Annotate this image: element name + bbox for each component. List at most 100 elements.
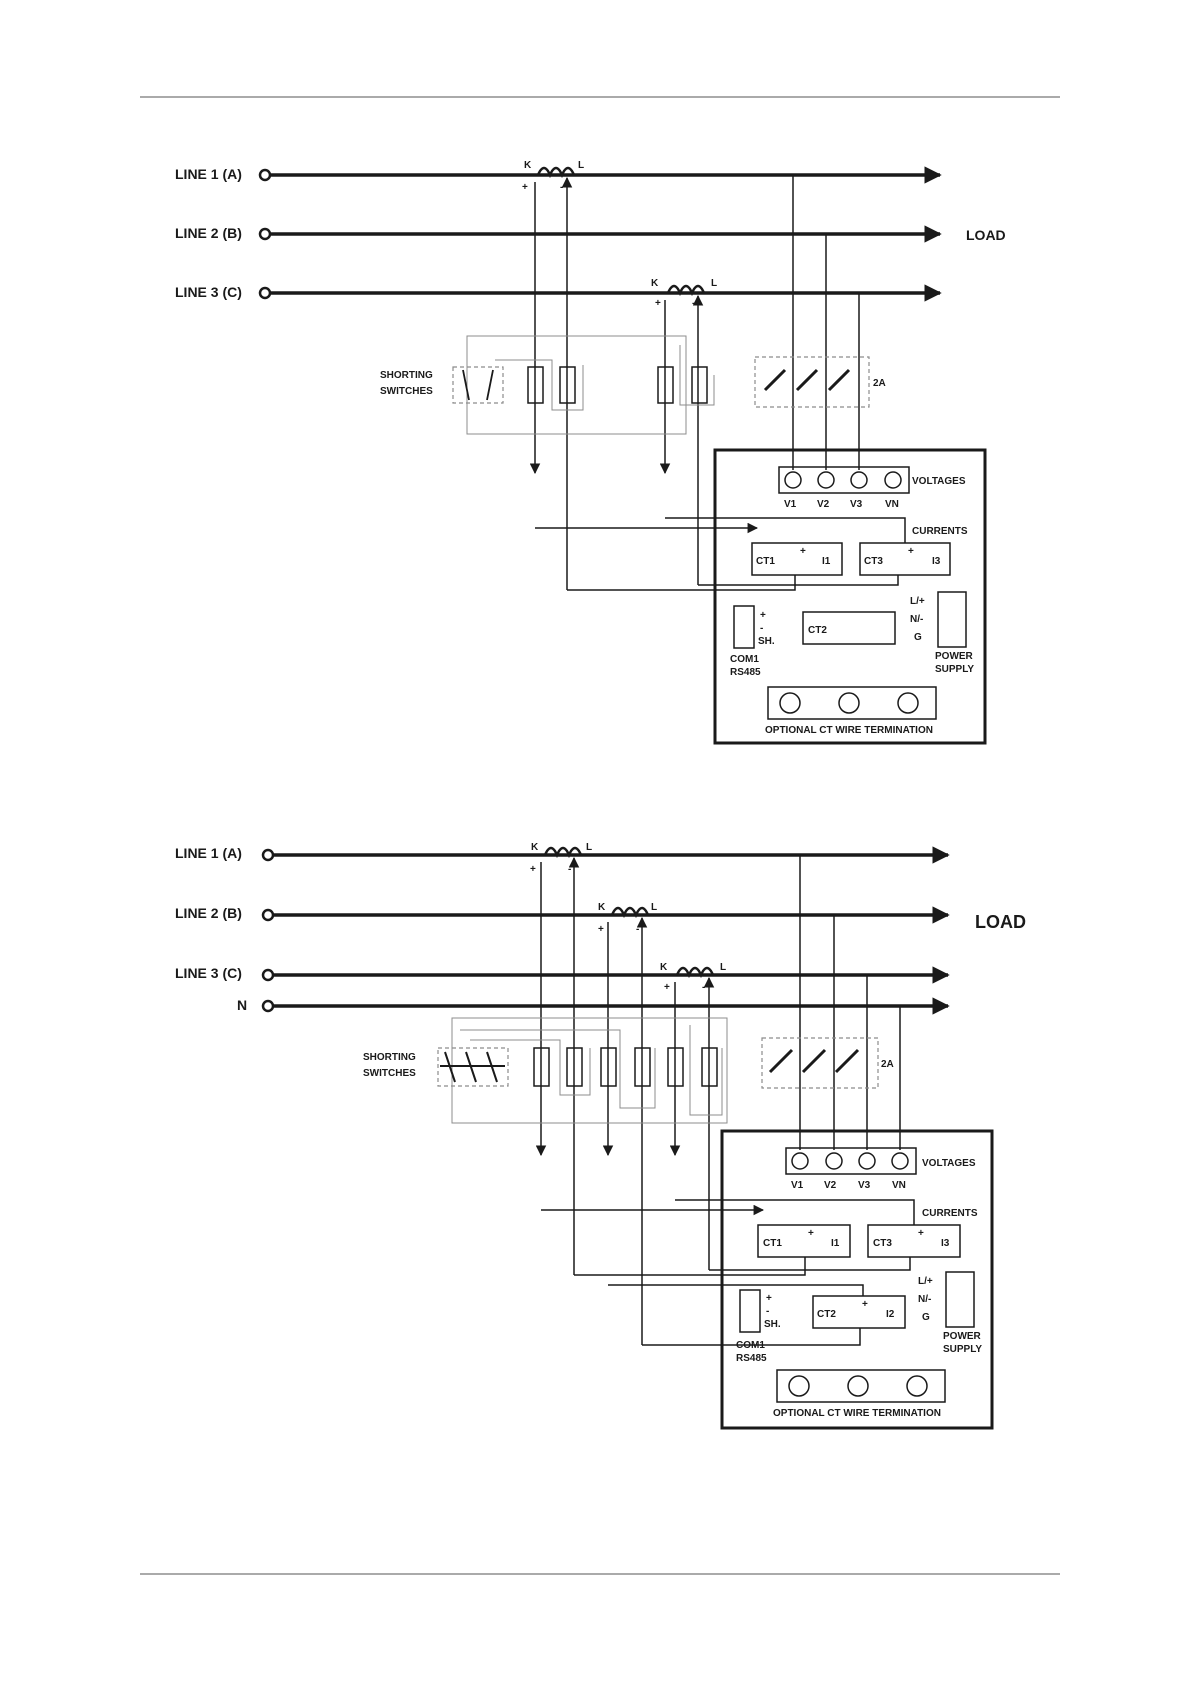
d2-ct2-coil-icon bbox=[610, 906, 650, 919]
line1-terminal bbox=[258, 168, 272, 182]
d2-ct1-coil-icon bbox=[543, 846, 583, 859]
load-label: LOAD bbox=[966, 227, 1006, 243]
d2-ct1-minus: - bbox=[568, 864, 571, 875]
power-label: POWER bbox=[935, 651, 974, 662]
ct-link-4 bbox=[691, 366, 708, 404]
d2-ct3-k: K bbox=[660, 962, 668, 973]
v2-label: V2 bbox=[817, 499, 830, 510]
d2-supply-n: N/- bbox=[918, 1294, 931, 1305]
optional-ct-block bbox=[767, 686, 937, 720]
d2-com-plus: + bbox=[766, 1293, 772, 1304]
diagram-4-wire: LINE 1 (A) LINE 2 (B) LINE 3 (C) N LOAD … bbox=[175, 842, 1026, 1430]
fuse-icon bbox=[763, 368, 851, 392]
ct3-minus: - bbox=[692, 298, 695, 309]
com-minus: - bbox=[760, 623, 763, 634]
shorting-label-2: SWITCHES bbox=[380, 386, 433, 397]
i1-label: I1 bbox=[822, 556, 831, 567]
shorting-switch-box bbox=[452, 366, 504, 404]
shorting-loop-1 bbox=[495, 359, 584, 411]
d2-voltages-label: VOLTAGES bbox=[922, 1158, 976, 1169]
com-plus: + bbox=[760, 610, 766, 621]
d2-i2-label: I2 bbox=[886, 1309, 895, 1320]
d2-line2-label: LINE 2 (B) bbox=[175, 905, 242, 921]
d2-ct2-plus: + bbox=[598, 924, 604, 935]
ct1-block-label: CT1 bbox=[756, 556, 775, 567]
v1-label: V1 bbox=[784, 499, 797, 510]
d2-ct3-plus: + bbox=[664, 982, 670, 993]
d2-ct2-l: L bbox=[651, 902, 657, 913]
i3-label: I3 bbox=[932, 556, 941, 567]
d2-ct2-block-label: CT2 bbox=[817, 1309, 836, 1320]
line1-label: LINE 1 (A) bbox=[175, 166, 242, 182]
com1-label: COM1 bbox=[730, 654, 759, 665]
fuse-box bbox=[754, 356, 870, 408]
line2-terminal bbox=[258, 227, 272, 241]
d2-supply-g: G bbox=[922, 1312, 930, 1323]
d2-v3-label: V3 bbox=[858, 1180, 871, 1191]
currents-label: CURRENTS bbox=[912, 526, 968, 537]
d2-ct2-block-plus: + bbox=[862, 1299, 868, 1310]
d2-com1-label: COM1 bbox=[736, 1340, 765, 1351]
d2-ct1-l: L bbox=[586, 842, 592, 853]
d2-ct3-coil-icon bbox=[675, 966, 715, 979]
d2-fuse-label: 2A bbox=[881, 1059, 894, 1070]
voltage-terminal-block bbox=[778, 466, 910, 494]
d2-shorting-label-1: SHORTING bbox=[363, 1052, 416, 1063]
d2-shorting-switch-box bbox=[437, 1047, 509, 1087]
line3-terminal bbox=[258, 286, 272, 300]
rs485-label: RS485 bbox=[730, 667, 761, 678]
shorting-outline bbox=[466, 335, 687, 435]
d2-shorting-label-2: SWITCHES bbox=[363, 1068, 416, 1079]
vn-label: VN bbox=[885, 499, 899, 510]
ct3-l: L bbox=[711, 278, 717, 289]
wire-to-ct3-plus bbox=[665, 517, 906, 543]
com-terminal-block bbox=[733, 605, 755, 649]
d2-fuse-box bbox=[761, 1037, 879, 1089]
d2-supply-l: L/+ bbox=[918, 1276, 933, 1287]
line2-label: LINE 2 (B) bbox=[175, 225, 242, 241]
d2-line3-label: LINE 3 (C) bbox=[175, 965, 242, 981]
d2-v2-label: V2 bbox=[824, 1180, 837, 1191]
ct1-plus: + bbox=[522, 182, 528, 193]
wire-from-ct1 bbox=[567, 575, 796, 591]
meter-box bbox=[713, 448, 987, 745]
ct3-k: K bbox=[651, 278, 659, 289]
d2-fuse-icon bbox=[768, 1048, 860, 1074]
d2-ct2-terminal-block bbox=[812, 1295, 906, 1329]
wire-from-ct3 bbox=[698, 575, 899, 586]
d2-ct1-k: K bbox=[531, 842, 539, 853]
d2-ct1-block-plus: + bbox=[808, 1228, 814, 1239]
supply-l: L/+ bbox=[910, 596, 925, 607]
d2-meter-box bbox=[720, 1129, 994, 1430]
d2-currents-label: CURRENTS bbox=[922, 1208, 978, 1219]
d2-n-label: N bbox=[237, 997, 247, 1013]
ct1-k: K bbox=[524, 160, 532, 171]
supply-label: SUPPLY bbox=[935, 664, 974, 675]
ct1-l: L bbox=[578, 160, 584, 171]
d2-ct3-block-label: CT3 bbox=[873, 1238, 892, 1249]
d2-ct1-block-label: CT1 bbox=[763, 1238, 782, 1249]
d2-vn-label: VN bbox=[892, 1180, 906, 1191]
supply-g: G bbox=[914, 632, 922, 643]
d2-com-sh: SH. bbox=[764, 1319, 781, 1330]
ct3-plus: + bbox=[655, 298, 661, 309]
ct1-coil-icon bbox=[536, 166, 576, 179]
supply-n: N/- bbox=[910, 614, 923, 625]
ct3-block-plus: + bbox=[908, 546, 914, 557]
d2-i1-label: I1 bbox=[831, 1238, 840, 1249]
shorting-label-1: SHORTING bbox=[380, 370, 433, 381]
d2-v1-label: V1 bbox=[791, 1180, 804, 1191]
ct3-block-label: CT3 bbox=[864, 556, 883, 567]
d2-ct3-block-plus: + bbox=[918, 1228, 924, 1239]
d2-power-terminal-block bbox=[945, 1271, 975, 1328]
diagram-3-wire: LINE 1 (A) LINE 2 (B) LINE 3 (C) LOAD K … bbox=[175, 160, 1006, 745]
shorting-loop-2 bbox=[679, 345, 715, 406]
d2-com-terminal-block bbox=[739, 1289, 761, 1333]
d2-voltage-terminal-block bbox=[785, 1147, 917, 1175]
d2-shorting-switch-icon bbox=[440, 1051, 505, 1083]
ct-link-3 bbox=[657, 366, 674, 404]
d2-com-minus: - bbox=[766, 1306, 769, 1317]
d2-ct1-plus: + bbox=[530, 864, 536, 875]
d2-ct1-terminal-block bbox=[757, 1224, 851, 1258]
